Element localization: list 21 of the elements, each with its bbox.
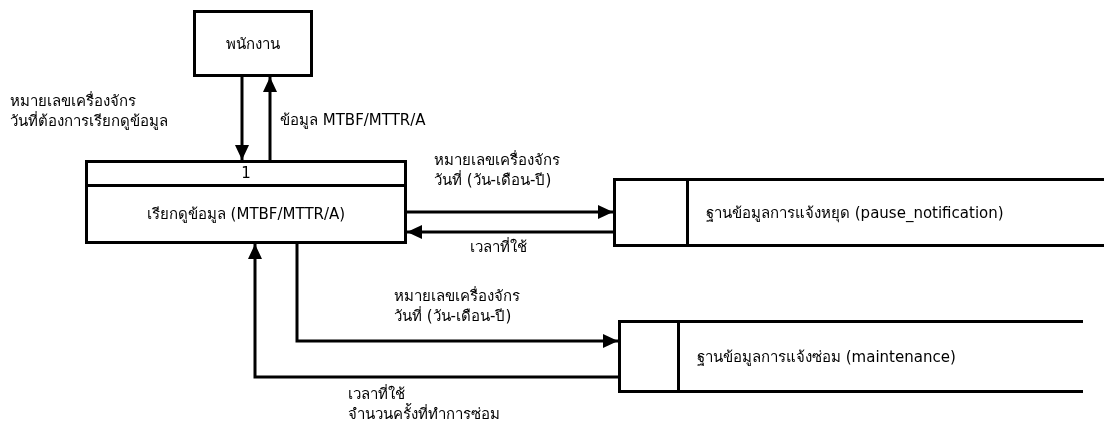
external-entity-box [193, 10, 313, 77]
arrow [295, 244, 618, 348]
data-store-name: ฐานข้อมูลการแจ้งหยุด (pause_notification) [706, 202, 1004, 225]
process-name: เรียกดูข้อมูล (MTBF/MTTR/A) [146, 204, 346, 225]
process-number: 1 [241, 164, 251, 182]
process-box [85, 160, 407, 244]
data-store-name: ฐานข้อมูลการแจ้งซ่อม (maintenance) [697, 346, 956, 368]
arrow [248, 244, 618, 379]
arrow [407, 205, 613, 219]
edge-label: เวลาที่ใช้ จำนวนครั้งที่ทำการซ่อม [348, 384, 500, 424]
arrow [407, 225, 613, 239]
data-store [613, 178, 1104, 247]
arrow [263, 77, 277, 160]
edge-label: หมายเลขเครื่องจักร วันที่ (วัน-เดือน-ปี) [394, 286, 520, 326]
arrow [235, 77, 249, 160]
edge-label: หมายเลขเครื่องจักร วันที่ (วัน-เดือน-ปี) [434, 150, 560, 190]
edge-label: หมายเลขเครื่องจักร วันที่ต้องการเรียกดูข้อมูล [10, 91, 168, 131]
data-store [618, 320, 1083, 393]
edge-label: ข้อมูล MTBF/MTTR/A [280, 110, 426, 130]
edge-label: เวลาที่ใช้ [470, 237, 527, 257]
entity-name: พนักงาน [226, 33, 280, 55]
